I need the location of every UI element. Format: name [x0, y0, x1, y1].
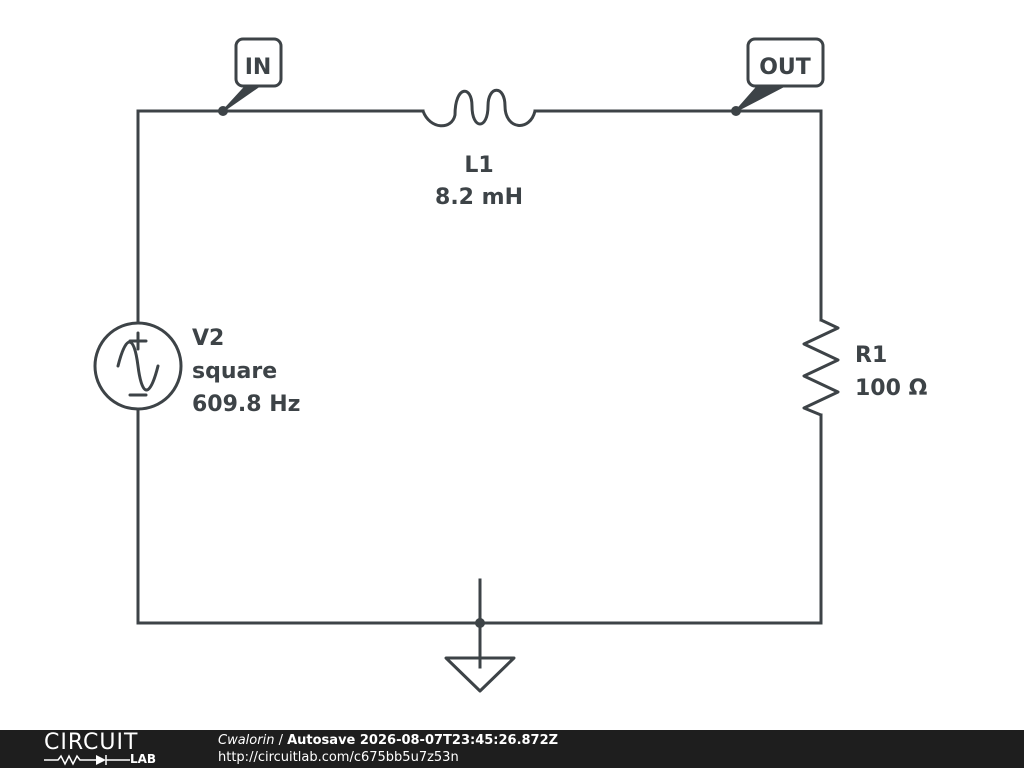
credit-separator: / [274, 733, 288, 748]
junction-dot-ground [475, 618, 485, 628]
inductor-value: 8.2 mH [435, 185, 523, 210]
tag-box-in [234, 37, 283, 88]
sine-wave-icon [116, 340, 160, 392]
author-name[interactable]: Cwalorin [218, 733, 275, 748]
source-frequency: 609.8 Hz [192, 392, 300, 417]
footer-bar: CIRCUIT LAB Cwalorin / Autosave 2026-08-… [0, 730, 1024, 768]
schematic-url[interactable]: http://circuitlab.com/c675bb5u7z53n [218, 750, 459, 765]
credit-line: Cwalorin / Autosave 2026-08-07T23:45:26.… [218, 732, 558, 749]
logo-text-lab: LAB [130, 752, 157, 766]
inductor-name: L1 [464, 153, 493, 178]
plus-sign-icon [128, 331, 148, 351]
ground-icon [444, 656, 516, 693]
source-name: V2 [192, 326, 224, 351]
circuit-schematic: L1 8.2 mH V2 square 609.8 Hz R1 100 Ω IN… [93, 37, 928, 693]
node-label-in: IN [245, 55, 272, 80]
tag-pointer-out-icon [735, 85, 785, 112]
logo-resistor-diode-icon [44, 754, 130, 766]
node-label-out: OUT [759, 55, 811, 80]
inductor-l1[interactable]: L1 8.2 mH [421, 88, 537, 210]
voltage-source-v2[interactable]: V2 square 609.8 Hz [93, 321, 300, 417]
circuitlab-logo[interactable]: CIRCUIT LAB [44, 732, 174, 766]
schematic-credit: Cwalorin / Autosave 2026-08-07T23:45:26.… [218, 732, 558, 766]
resistor-value: 100 Ω [855, 376, 928, 401]
tag-pointer-in-icon [222, 85, 260, 112]
ground-symbol[interactable] [444, 656, 516, 693]
inductor-coil-icon [421, 88, 537, 128]
logo-text-circuit: CIRCUIT [44, 730, 139, 755]
source-type: square [192, 359, 277, 384]
node-tag-out[interactable]: OUT [735, 37, 825, 112]
tag-box-out [746, 37, 825, 88]
resistor-zigzag-icon [802, 318, 840, 417]
resistor-r1[interactable]: R1 100 Ω [802, 318, 928, 417]
resistor-name: R1 [855, 343, 887, 368]
schematic-title: Autosave 2026-08-07T23:45:26.872Z [287, 733, 559, 748]
source-circle-icon [93, 321, 183, 411]
node-tag-in[interactable]: IN [222, 37, 283, 112]
